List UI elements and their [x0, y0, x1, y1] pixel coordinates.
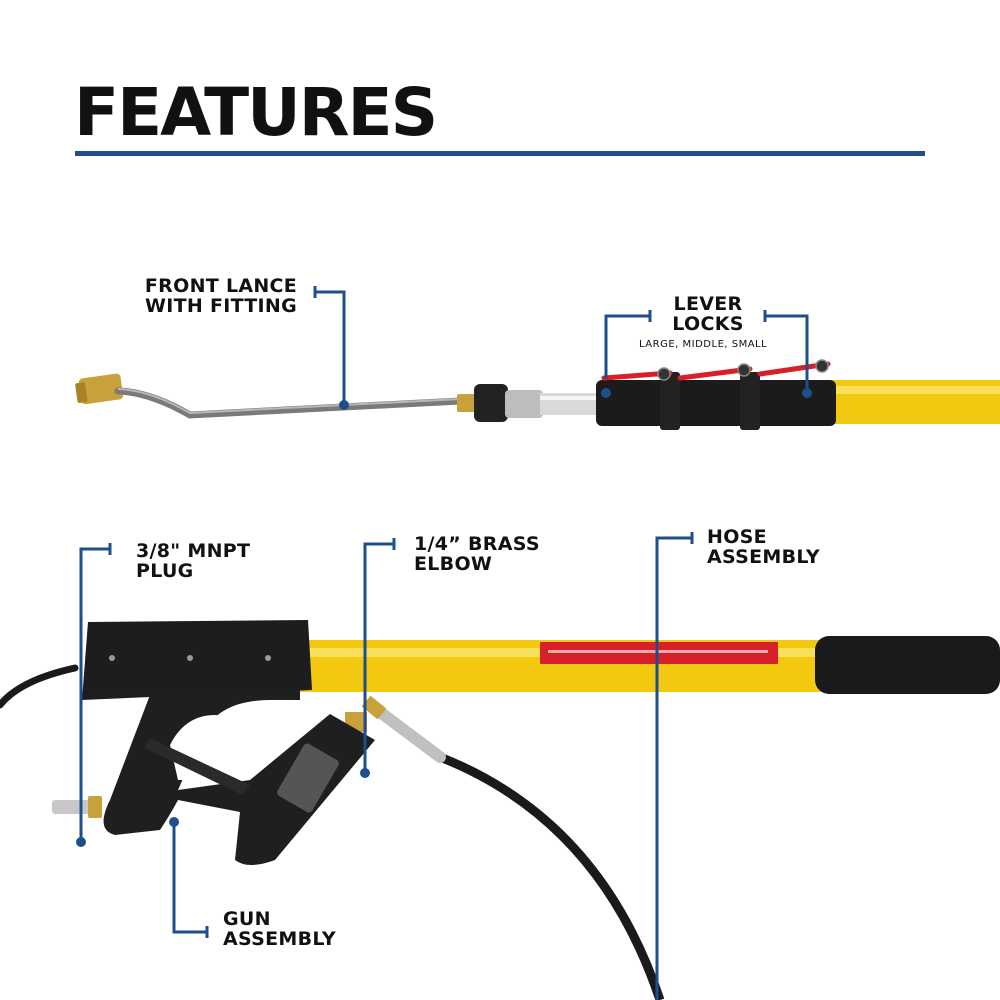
- gun-assembly-image: [52, 620, 375, 865]
- gun-assembly-label-line2: ASSEMBLY: [223, 928, 336, 950]
- title-underline: [75, 151, 925, 156]
- lever-locks-label-line2: LOCKS: [672, 313, 744, 335]
- hose-assembly-label-line1: HOSE: [707, 526, 767, 548]
- pole-top-image: [596, 359, 1000, 430]
- gun-assembly-callout: GUN ASSEMBLY: [223, 909, 336, 949]
- mnpt-plug-callout: 3/8" MNPT PLUG: [136, 541, 250, 581]
- hose-assembly-label-line2: ASSEMBLY: [707, 546, 820, 568]
- mnpt-plug-label-line1: 3/8" MNPT: [136, 540, 251, 562]
- gun-assembly-label-line1: GUN: [223, 908, 271, 930]
- callout-dots: [76, 388, 812, 847]
- lever-locks-sublabel: LARGE, MIDDLE, SMALL: [639, 339, 768, 350]
- hose-assembly-callout: HOSE ASSEMBLY: [707, 527, 820, 567]
- brass-elbow-label-line1: 1/4” BRASS: [414, 533, 540, 555]
- mnpt-plug-label-line2: PLUG: [136, 560, 194, 582]
- callout-lines: [79, 286, 809, 1000]
- front-lance-callout: FRONT LANCE WITH FITTING: [142, 276, 300, 316]
- lever-locks-callout: LEVER LOCKS: [662, 294, 754, 334]
- brass-elbow-callout: 1/4” BRASS ELBOW: [414, 534, 540, 574]
- lever-locks-label-line1: LEVER: [673, 293, 743, 315]
- front-lance-image: [75, 373, 598, 422]
- front-lance-label-line2: WITH FITTING: [144, 295, 298, 317]
- front-lance-label-line1: FRONT LANCE: [144, 275, 298, 297]
- pole-bottom-image: [280, 636, 1000, 694]
- brass-elbow-label-line2: ELBOW: [414, 553, 493, 575]
- page-title: FEATURES: [74, 74, 438, 151]
